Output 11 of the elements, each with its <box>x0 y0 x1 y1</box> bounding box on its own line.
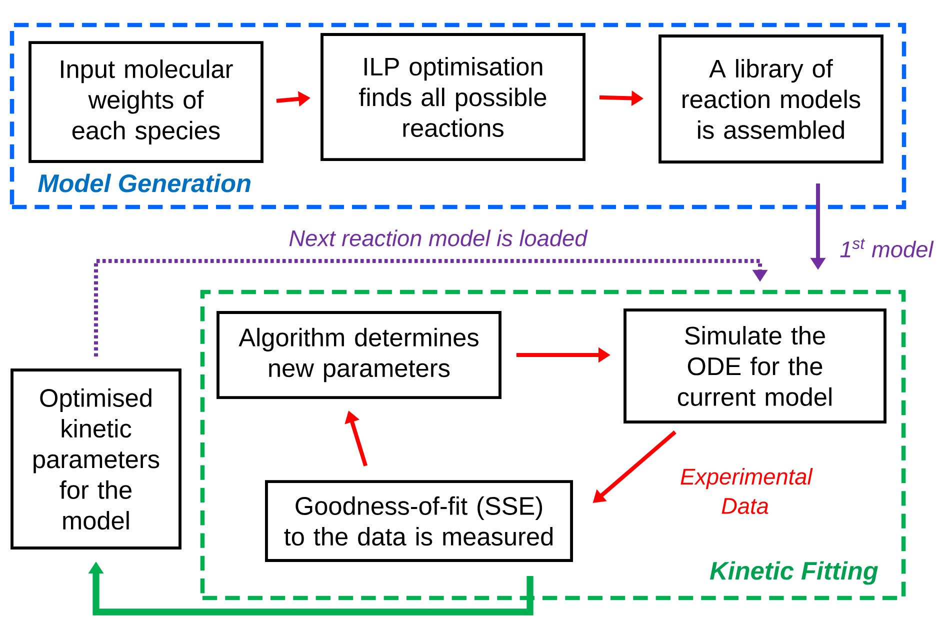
edge-label: Next reaction model is loaded <box>289 230 588 246</box>
process-box: Goodness-of-fit (SSE) to the data is measured <box>265 480 574 562</box>
edge-label: 1$^{st}$ model <box>840 238 934 258</box>
process-box: A library of reaction models is assembled <box>658 34 884 164</box>
process-box: Input molecular weights of each species <box>28 41 264 163</box>
process-box: Simulate the ODE for the current model <box>624 308 886 424</box>
arrow <box>94 259 768 357</box>
edge-label: Experimental Data <box>680 468 813 514</box>
process-box: Optimised kinetic parameters for the model <box>10 368 182 550</box>
process-box: Algorithm determines new parameters <box>216 311 502 399</box>
process-box: ILP optimisation finds all possible reactions <box>320 33 586 161</box>
